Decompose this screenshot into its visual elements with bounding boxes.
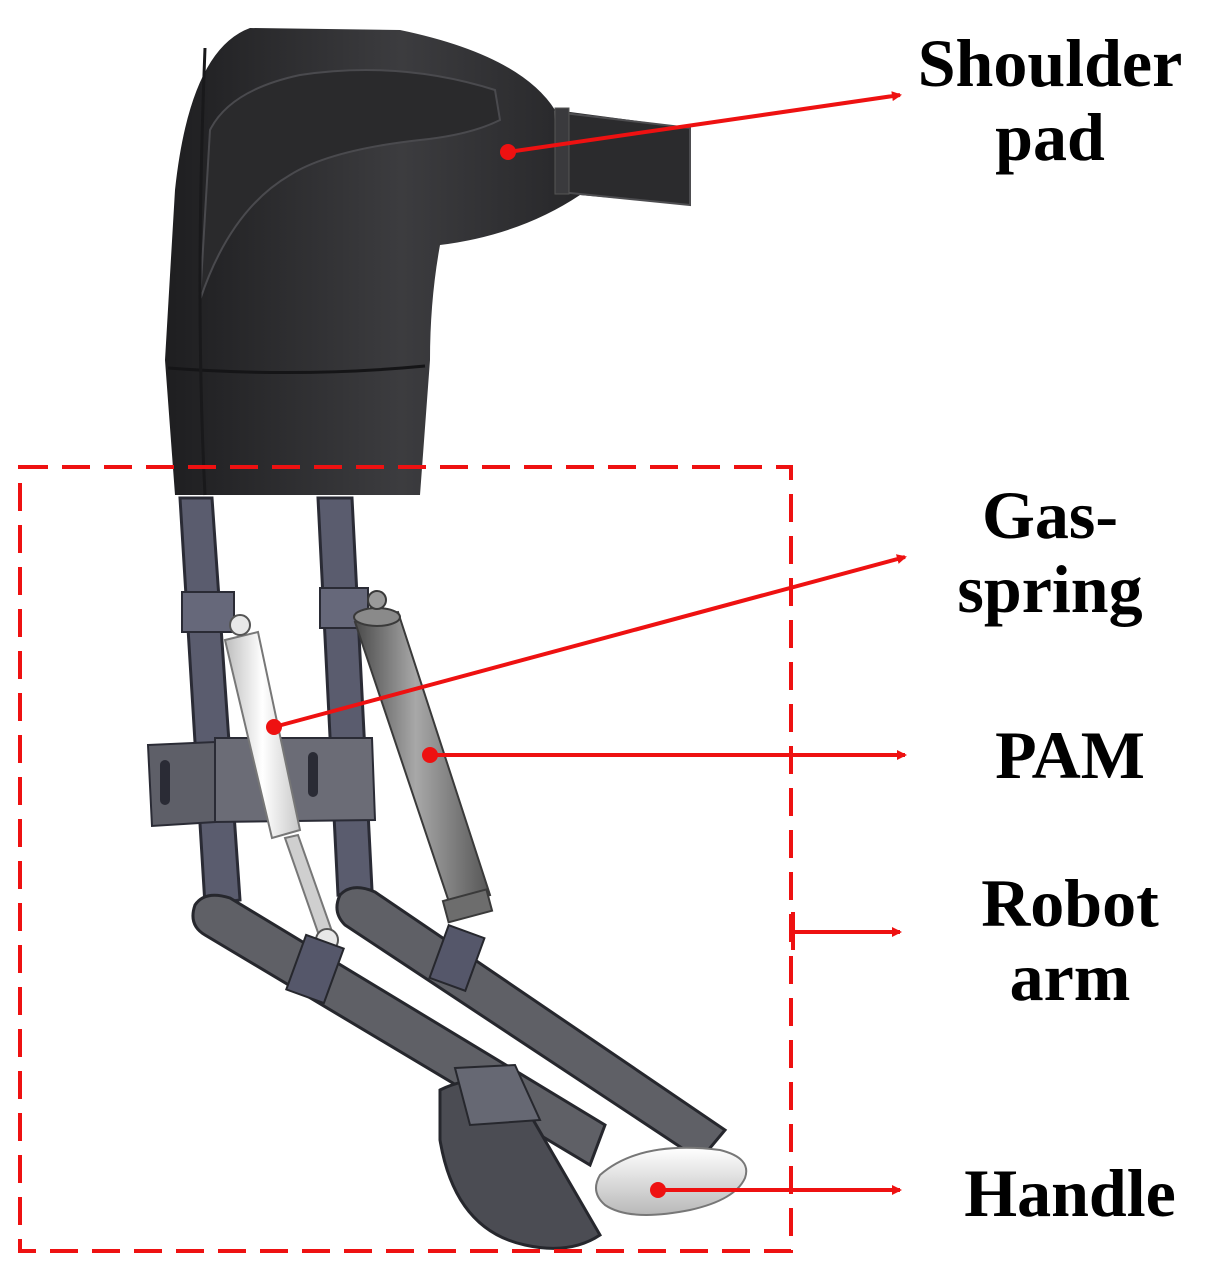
- pam-part: [353, 590, 494, 924]
- handle-label-line1: Handle: [964, 1155, 1176, 1231]
- robot-arm-label-line1: Robot: [981, 865, 1159, 941]
- annotation-leaders: [266, 91, 907, 1198]
- gas-spring-label-line2: spring: [957, 551, 1143, 627]
- pam-anchor-dot: [422, 747, 438, 763]
- shoulder-pad-label: Shoulder pad: [900, 26, 1200, 174]
- shoulder-pad-leader: [507, 91, 902, 154]
- handle-part: [595, 1146, 748, 1216]
- upper-arm-frame: [178, 496, 374, 907]
- upper-arm-cuff: [146, 737, 377, 828]
- robot-arm-label: Robot arm: [940, 866, 1200, 1014]
- gas-spring-label-line1: Gas-: [982, 477, 1118, 553]
- handle-label: Handle: [930, 1156, 1210, 1230]
- shoulder-pad-anchor-dot: [500, 144, 516, 160]
- forearm-frame: [191, 886, 728, 1250]
- shoulder-pad-part: [165, 28, 691, 496]
- pam-label-line1: PAM: [995, 717, 1145, 793]
- gas-spring-label: Gas- spring: [915, 478, 1185, 626]
- shoulder-pad-label-line2: pad: [995, 99, 1105, 175]
- handle-anchor-dot: [650, 1182, 666, 1198]
- robot-arm-dashed-box: [18, 465, 793, 1253]
- gas-spring-anchor-dot: [266, 719, 282, 735]
- robot-arm-label-line2: arm: [1009, 939, 1131, 1015]
- pam-label: PAM: [950, 718, 1190, 792]
- gas-spring-leader: [273, 554, 907, 729]
- shoulder-pad-label-line1: Shoulder: [917, 25, 1183, 101]
